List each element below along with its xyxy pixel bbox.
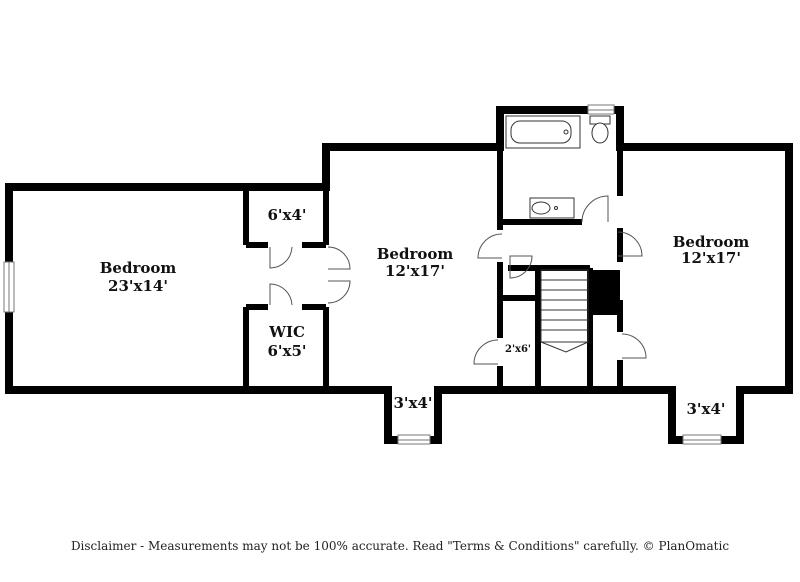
bedroom-center-size: 12'x17' xyxy=(385,262,445,280)
bathroom-fixtures xyxy=(505,115,611,219)
windows xyxy=(3,104,722,445)
closet-6x4-size: 6'x4' xyxy=(267,206,306,224)
stairs xyxy=(540,269,589,353)
stair-well-dark xyxy=(590,270,620,312)
closet-2x6-size: 2'x6' xyxy=(505,344,531,355)
bay-center-size: 3'x4' xyxy=(393,394,432,412)
toilet-bowl xyxy=(591,122,609,144)
wic-name: WIC xyxy=(268,323,305,341)
bedroom-left-name: Bedroom xyxy=(100,259,177,277)
sink xyxy=(531,201,551,215)
wic-size: 6'x5' xyxy=(267,342,306,360)
bedroom-center-name: Bedroom xyxy=(377,245,454,263)
doors xyxy=(269,195,647,365)
bedroom-left-size: 23'x14' xyxy=(108,277,168,295)
disclaimer-text: Disclaimer - Measurements may not be 100… xyxy=(70,539,730,553)
bedroom-right-name: Bedroom xyxy=(673,233,750,251)
bedroom-right-size: 12'x17' xyxy=(681,249,741,267)
bay-right-size: 3'x4' xyxy=(686,400,725,418)
